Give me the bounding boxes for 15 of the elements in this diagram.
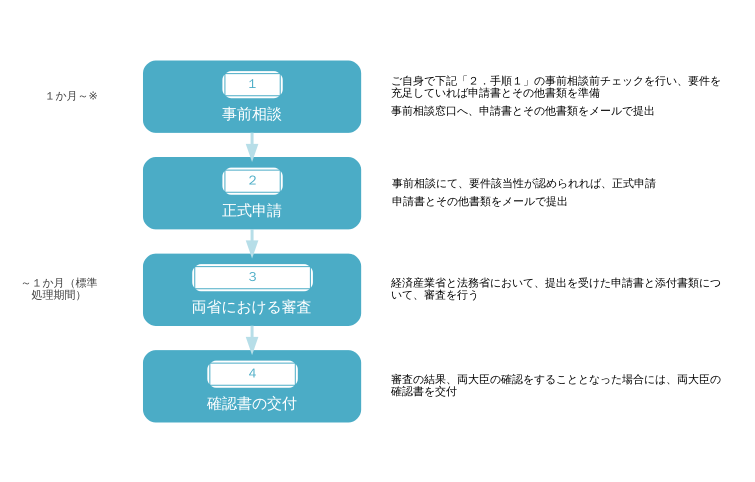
node-box: ２ 正式申請 — [142, 156, 362, 229]
node-label: ご自身で下記「２．手順１」の事前相談前チェックを行い、要件を充足していれば申請書とその他書類を準備 — [390, 74, 721, 100]
node-label: 審査の結果、両大臣の確認をすることとなった場合には、両大臣の確認書を交付 — [390, 372, 721, 398]
node-box: ４ 確認書の交付 — [142, 350, 362, 422]
node-label: 経済産業省と法務省において、提出を受けた申請書と添付書類について、審査を行う — [390, 276, 721, 302]
arrow — [246, 228, 258, 258]
label: ～１か月（標準処理期間） — [20, 276, 98, 302]
node-box: ３ 両省における審査 — [142, 253, 362, 326]
node-label: 申請書とその他書類をメールで提出 — [392, 194, 568, 208]
node-box: １ 事前相談 — [142, 60, 362, 132]
arrow — [246, 132, 258, 162]
arrow — [246, 325, 258, 355]
node-label: 事前相談にて、要件該当性が認められれば、正式申請 — [392, 176, 656, 190]
node-label: 事前相談窓口へ、申請書とその他書類をメールで提出 — [390, 104, 655, 118]
label: １か月～※ — [44, 89, 98, 102]
